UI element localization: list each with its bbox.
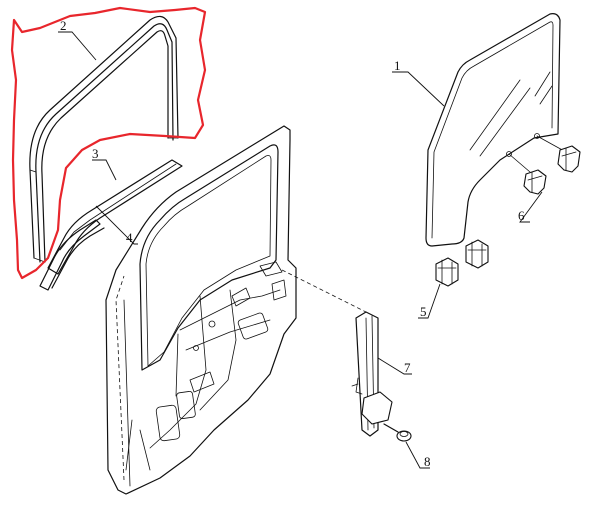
glass-holder-b: [523, 169, 547, 195]
callout-5: 5: [418, 283, 441, 319]
callout-8: 8: [405, 441, 431, 469]
callout-label-6: 6: [518, 208, 525, 223]
callout-3: 3: [92, 146, 117, 181]
door-glass: [425, 13, 567, 247]
callout-6: 6: [518, 191, 543, 223]
callout-label-4: 4: [126, 230, 133, 245]
clip-a: [465, 239, 489, 269]
window-regulator: [351, 311, 393, 437]
clip-b: [435, 257, 459, 287]
assembly-line: [281, 269, 367, 313]
callout-label-5: 5: [420, 304, 427, 319]
callout-2: 2: [58, 18, 97, 61]
glass-holder-a: [557, 145, 581, 173]
callout-7: 7: [377, 357, 412, 375]
callout-label-3: 3: [92, 146, 99, 161]
callout-label-7: 7: [404, 360, 411, 375]
inner-belt-strip: [39, 219, 105, 291]
callout-4: 4: [95, 205, 138, 245]
highlight-outline: [10, 6, 207, 280]
glass-run-channel: [29, 15, 179, 263]
callout-label-1: 1: [394, 58, 401, 73]
callout-label-8: 8: [424, 454, 431, 469]
callout-1: 1: [392, 58, 445, 107]
callout-label-2: 2: [60, 18, 67, 33]
bolt: [383, 423, 412, 442]
door-shell: [105, 125, 297, 495]
